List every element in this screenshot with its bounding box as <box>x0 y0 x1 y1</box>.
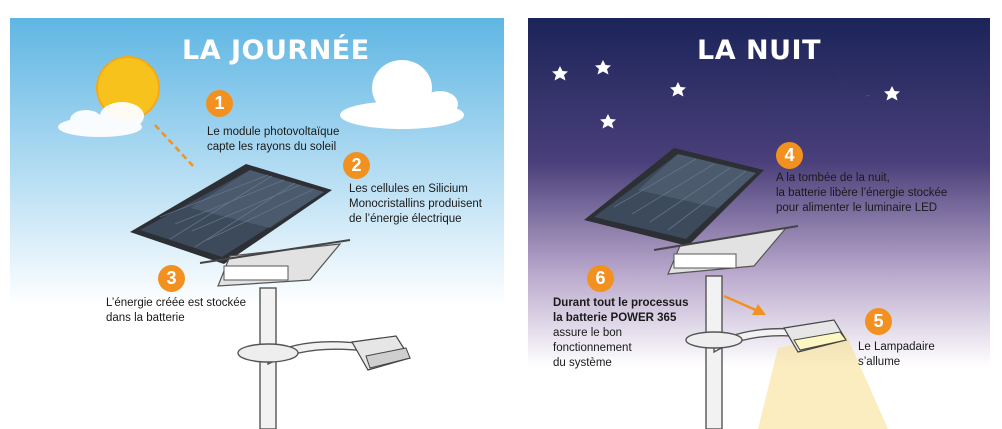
step-6-body-text: assure le bon fonctionnement du système <box>553 327 632 369</box>
solar-panel-icon <box>130 164 332 264</box>
step-5-badge: 5 <box>865 308 892 335</box>
day-title: LA JOURNÉE <box>182 35 370 66</box>
moon-icon <box>837 48 878 97</box>
step-1-text: Le module photovoltaïque capte les rayon… <box>207 126 340 153</box>
cloud-icon <box>340 60 464 129</box>
step-4-text: A la tombée de la nuit, la batterie libè… <box>776 172 948 214</box>
battery-icon <box>199 239 351 287</box>
step-1-badge: 1 <box>206 90 233 117</box>
star-icon <box>552 66 568 81</box>
lamp-pole-icon <box>237 287 367 429</box>
cloud-icon <box>58 102 144 137</box>
star-icon <box>600 114 616 129</box>
step-6-bold-text: Durant tout le processus la batterie POW… <box>553 297 689 324</box>
night-panel: LA NUIT 4 A la tombée de la nuit, la bat… <box>528 18 990 429</box>
star-icon <box>884 86 900 101</box>
step-5-text: Le Lampadaire s’allume <box>858 341 935 368</box>
star-icon <box>670 82 686 97</box>
step-3-text: L’énergie créée est stockée dans la batt… <box>106 297 247 324</box>
lamp-head-icon <box>351 335 411 371</box>
arrow-icon <box>723 294 766 315</box>
star-icons <box>552 60 900 129</box>
step-6-badge: 6 <box>587 265 614 292</box>
light-beam <box>758 334 888 429</box>
night-title: LA NUIT <box>697 35 821 66</box>
step-6-text: Durant tout le processus la batterie POW… <box>553 296 688 371</box>
lamp-pole-icon <box>685 275 807 429</box>
step-3-badge: 3 <box>158 265 185 292</box>
night-illustration <box>552 48 900 429</box>
step-2-badge: 2 <box>343 152 370 179</box>
lamp-head-icon <box>783 319 847 353</box>
step-2-text: Les cellules en Silicium Monocristallins… <box>349 183 482 225</box>
star-icon <box>595 60 611 75</box>
solar-panel-icon <box>584 148 764 246</box>
day-panel: LA JOURNÉE 1 Le module photovoltaïque ca… <box>10 18 504 429</box>
battery-icon <box>653 225 799 275</box>
sun-ray <box>154 124 194 167</box>
day-illustration <box>58 56 464 429</box>
step-4-badge: 4 <box>776 142 803 169</box>
